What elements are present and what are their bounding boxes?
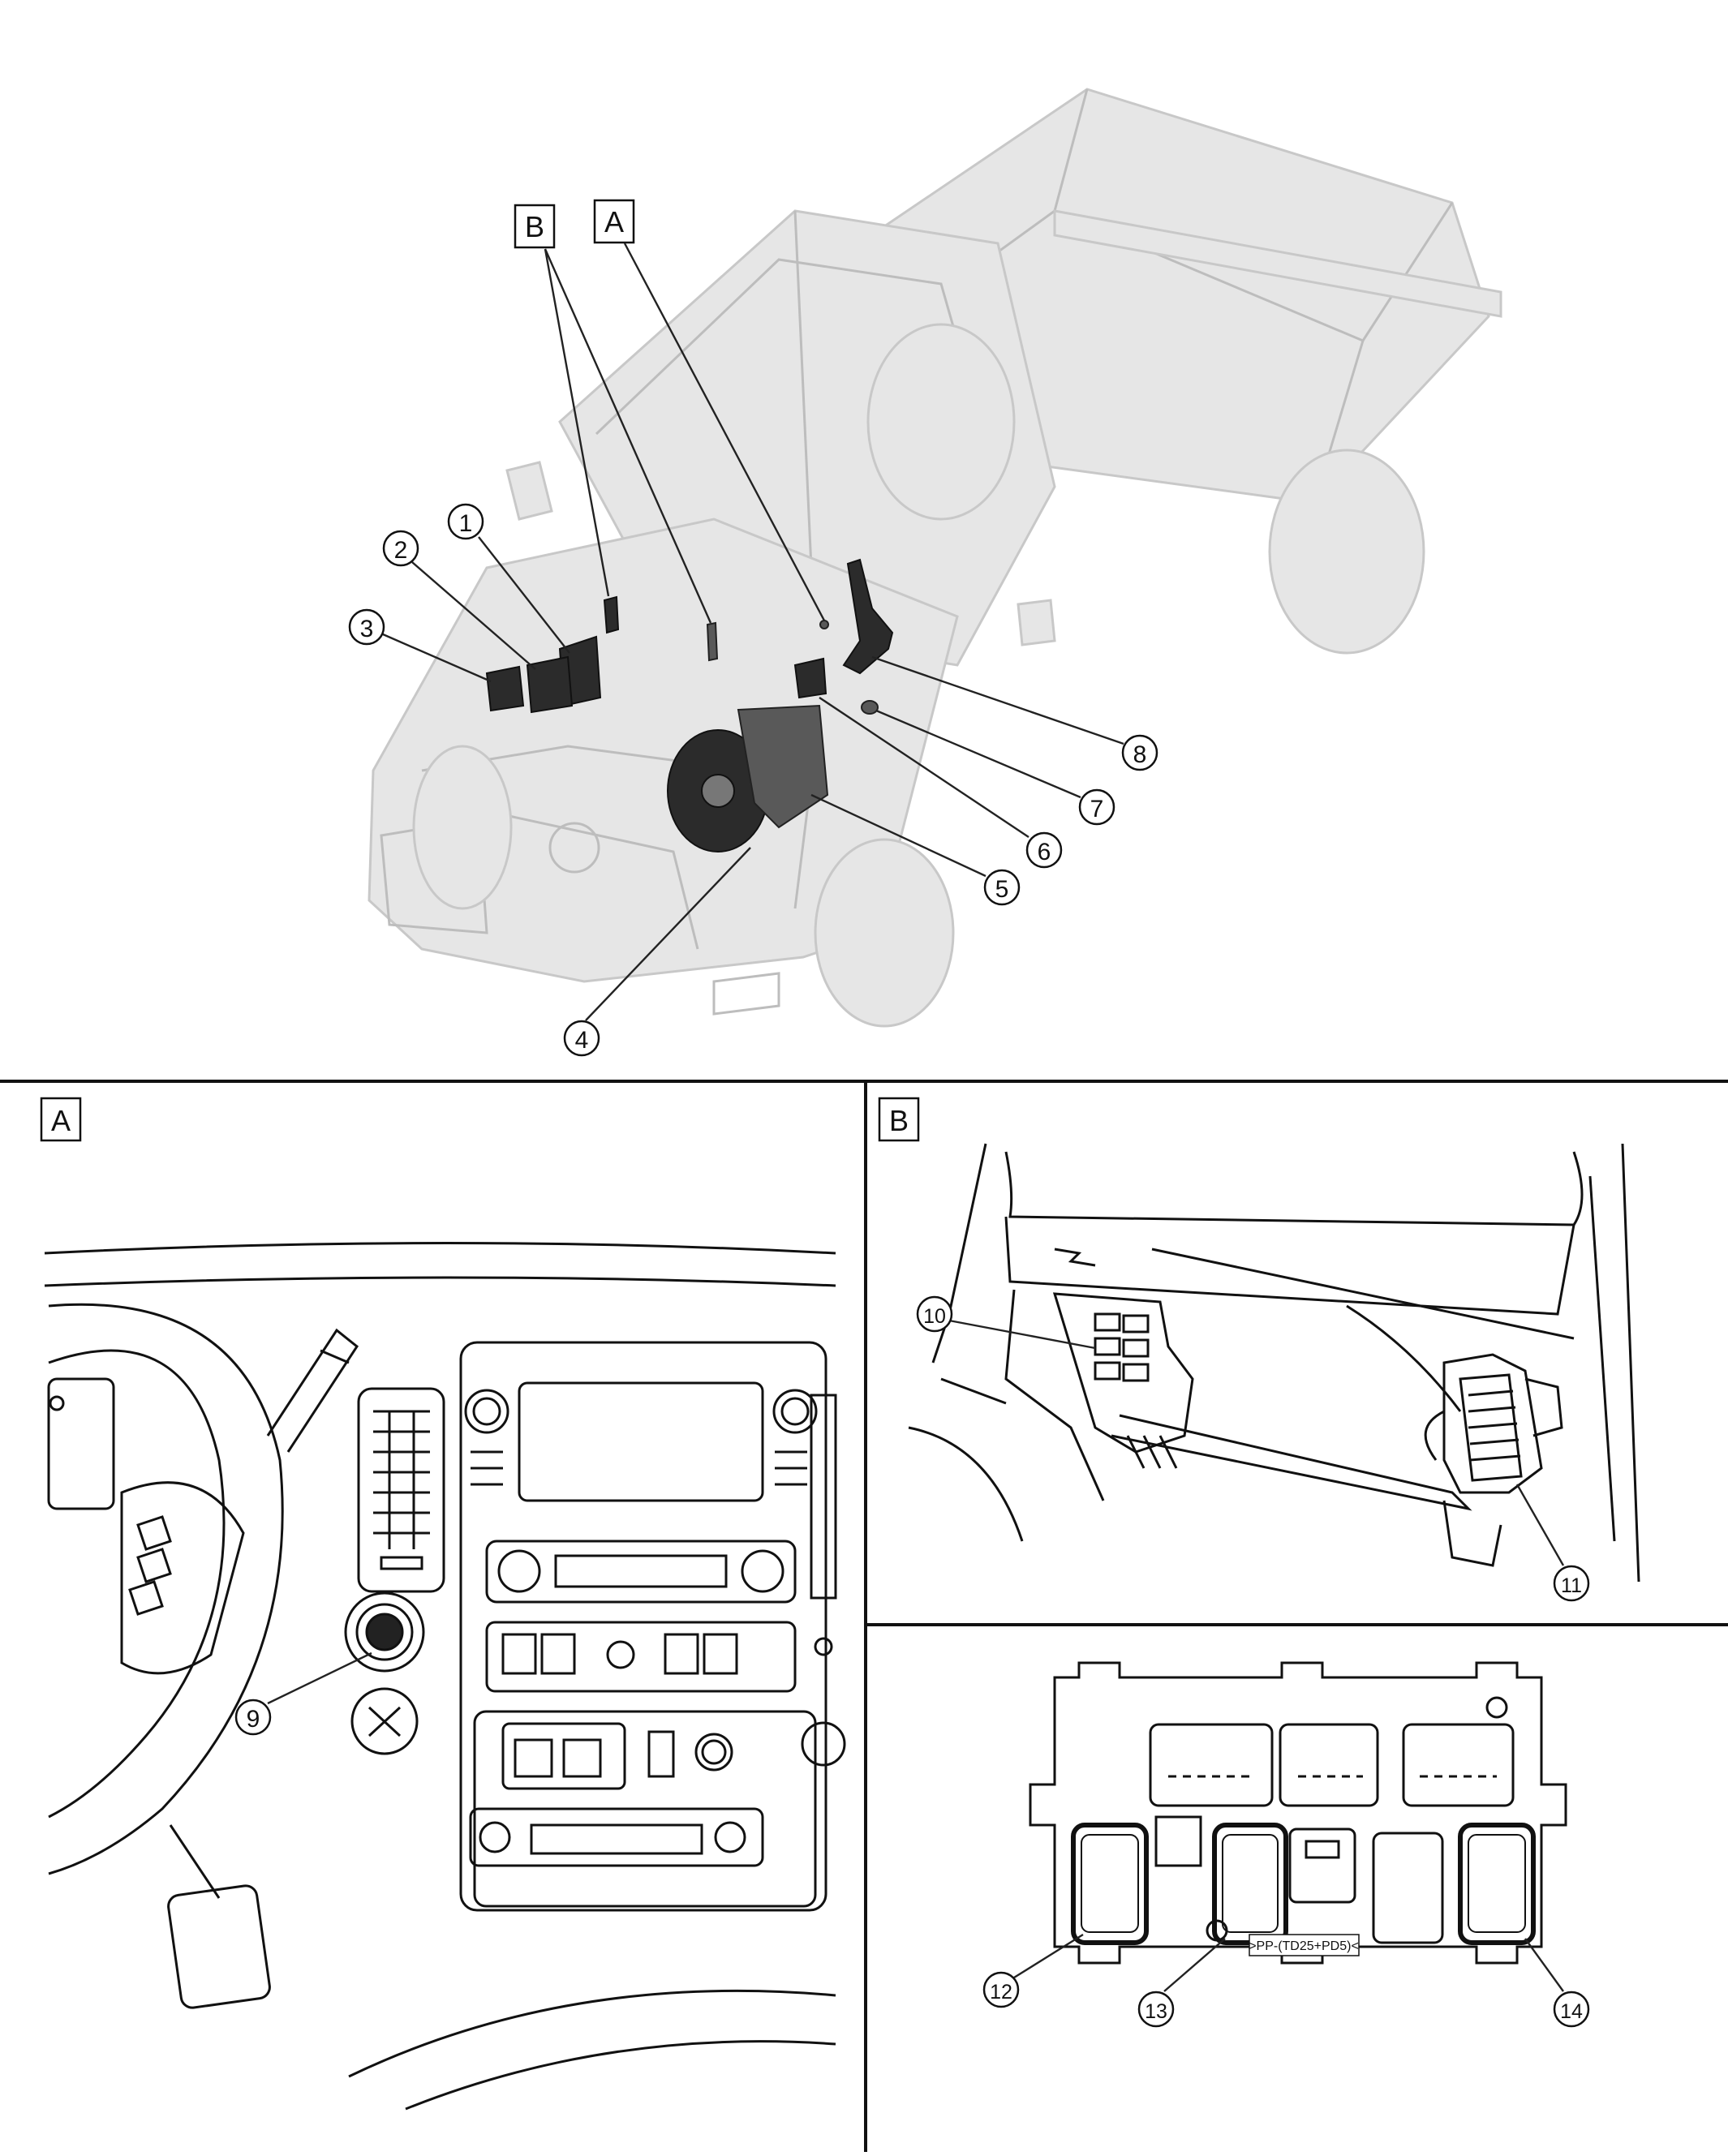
svg-text:13: 13 <box>1145 2000 1167 2023</box>
callout-5: 5 <box>810 793 1021 906</box>
svg-text:B: B <box>525 210 544 243</box>
component-7-sensor <box>861 700 879 715</box>
callout-2: 2 <box>382 530 536 670</box>
component-4-5-transmission <box>667 704 829 853</box>
svg-text:6: 6 <box>1038 839 1051 865</box>
view-b-relays <box>603 595 719 662</box>
callout-7: 7 <box>875 709 1115 826</box>
view-leader-lines <box>544 243 826 624</box>
callout-11: 11 <box>1515 1484 1590 1602</box>
panel-a-instrument-panel: A <box>40 1097 846 2111</box>
svg-text:11: 11 <box>1561 1574 1582 1597</box>
svg-text:3: 3 <box>360 616 374 642</box>
svg-text:9: 9 <box>247 1706 260 1733</box>
view-a-switch <box>819 620 829 629</box>
svg-text:2: 2 <box>394 537 408 564</box>
component-3-module <box>485 665 525 712</box>
truck-overview: B A 1 2 3 4 <box>348 88 1502 1057</box>
panel-dividers <box>0 1080 1728 2152</box>
callout-10: 10 <box>916 1295 1096 1350</box>
relay-block-detail: >PP-(TD25+PD5)< 12 13 14 <box>982 1661 1590 2028</box>
callout-14: 14 <box>1524 1938 1590 2028</box>
svg-text:A: A <box>604 205 624 238</box>
svg-text:B: B <box>889 1104 909 1137</box>
connector-14 <box>1458 1823 1536 1945</box>
component-8-harness <box>842 558 894 675</box>
truck-wheels <box>412 323 1425 1028</box>
svg-text:14: 14 <box>1560 2000 1583 2023</box>
side-mirrors <box>505 461 1056 646</box>
callout-8: 8 <box>871 655 1158 771</box>
svg-text:7: 7 <box>1090 796 1104 822</box>
connector-12 <box>1071 1823 1149 1945</box>
component-2-module <box>526 655 574 714</box>
view-b-label: B <box>514 204 556 249</box>
fuse-block-marking: >PP-(TD25+PD5)< <box>1249 1934 1360 1956</box>
panel-b-glovebox-area: B <box>878 1097 1640 1602</box>
svg-text:A: A <box>51 1104 71 1137</box>
view-a-label: A <box>593 199 635 244</box>
callout-3: 3 <box>348 608 492 683</box>
callout-13: 13 <box>1137 1938 1226 2028</box>
callout-1: 1 <box>447 503 570 654</box>
component-6-module <box>793 657 827 699</box>
svg-text:12: 12 <box>990 1981 1012 2004</box>
panel-a-letter: A <box>40 1097 82 1142</box>
svg-text:>PP-(TD25+PD5)<: >PP-(TD25+PD5)< <box>1249 1939 1359 1953</box>
panel-b-letter: B <box>878 1097 920 1142</box>
svg-text:5: 5 <box>995 876 1009 903</box>
callout-12: 12 <box>982 1933 1084 2008</box>
callout-4: 4 <box>563 847 751 1057</box>
svg-text:4: 4 <box>575 1027 589 1054</box>
svg-text:10: 10 <box>923 1305 946 1328</box>
svg-text:1: 1 <box>459 510 473 537</box>
svg-text:8: 8 <box>1133 741 1147 768</box>
callout-9: 9 <box>234 1651 372 1736</box>
callout-6: 6 <box>819 697 1063 869</box>
